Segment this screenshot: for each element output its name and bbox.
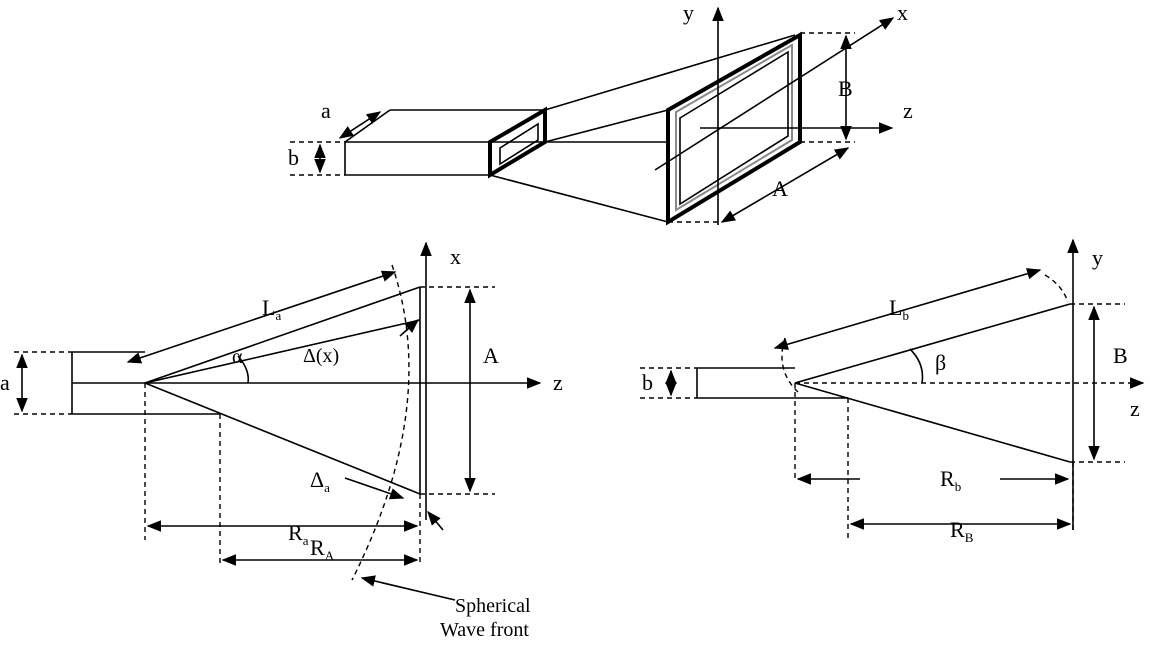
top-dim-B-label: B: [838, 76, 853, 101]
h-plane-Rb-label: Rb: [940, 466, 961, 494]
top-axis-z-label: z: [903, 98, 913, 123]
h-plane-dimensions: [773, 268, 1125, 540]
wavefront-label-line2: Wave front: [440, 619, 529, 641]
e-plane-delta-a-label: Δa: [310, 467, 330, 495]
e-plane-axes: [72, 241, 542, 520]
e-plane-cross-section: x z a A La α Δ(x) Δa Ra RA Spherical Wav…: [0, 241, 563, 641]
top-dim-a-label: a: [321, 98, 331, 123]
top-dimensions: [290, 32, 855, 223]
h-plane-axes: [795, 238, 1145, 530]
h-plane-Lb-label: Lb: [889, 295, 909, 323]
top-axes: [654, 6, 895, 225]
horn-flare: [489, 34, 796, 223]
top-dim-b-label: b: [288, 145, 299, 170]
top-dim-A-label: A: [772, 176, 788, 201]
e-plane-Ra-label: Ra: [288, 520, 309, 548]
e-plane-horn-walls: [144, 286, 421, 495]
e-plane-RA-label: RA: [310, 535, 335, 563]
e-plane-waveguide: [14, 351, 220, 415]
top-3d-horn-view: y x z a b B A: [288, 0, 913, 226]
h-plane-dim-B-label: B: [1113, 343, 1128, 368]
h-plane-axis-y-label: y: [1092, 245, 1103, 270]
spherical-wave-front-arc: [351, 264, 410, 581]
h-plane-wavefront-arc: [781, 337, 799, 393]
h-plane-aperture-arc: [1044, 274, 1069, 303]
h-plane-dim-b-label: b: [642, 370, 653, 395]
e-plane-dim-A-label: A: [483, 343, 499, 368]
top-axis-x-label: x: [897, 0, 908, 25]
h-plane-RB-label: RB: [950, 517, 974, 545]
e-plane-dimensions: [126, 270, 495, 601]
h-plane-waveguide: [640, 367, 848, 399]
top-axis-y-label: y: [683, 0, 694, 25]
e-plane-axis-z-label: z: [553, 370, 563, 395]
e-plane-delta-x-label: Δ(x): [303, 345, 339, 367]
e-plane-axis-x-label: x: [450, 244, 461, 269]
h-plane-axis-z-label: z: [1130, 396, 1140, 421]
h-plane-cross-section: y z b B Lb β Rb RB: [640, 238, 1145, 545]
e-plane-La-label: La: [262, 295, 281, 323]
wavefront-label-line1: Spherical: [455, 595, 531, 617]
e-plane-angle-alpha-label: α: [232, 346, 243, 368]
h-plane-angle-beta-label: β: [935, 350, 946, 375]
e-plane-dim-a-label: a: [0, 370, 10, 395]
